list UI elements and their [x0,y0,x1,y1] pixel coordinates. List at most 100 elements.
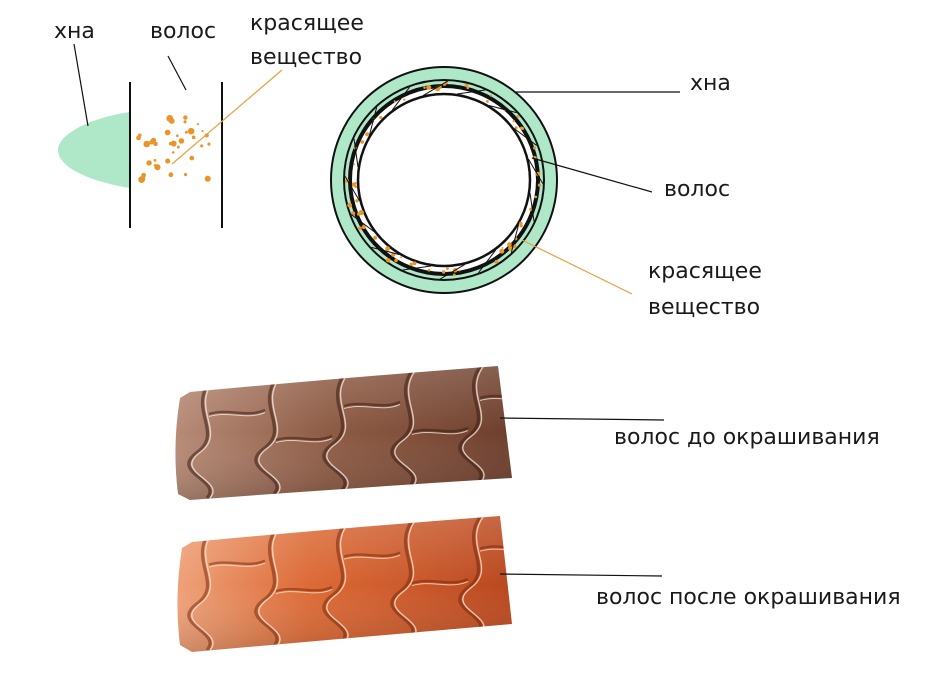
cuticle-scale-line [440,264,466,280]
dye-particle [533,146,537,150]
dye-particle [446,267,449,270]
hair-after-leader [499,573,663,577]
dye-particle [516,114,520,118]
ring-dye-label-line1: красящее [648,259,762,284]
side-henna-leader [73,43,89,127]
cuticle-scale-line [350,214,375,233]
ring-dye-label-line2: вещество [648,295,760,320]
cuticle-scale-edge [187,526,215,652]
dye-particle [201,129,204,133]
dye-particle [351,182,356,187]
dye-particle [142,177,146,181]
dye-particle [393,100,396,103]
dye-particle [355,199,359,203]
hair-before-leader [499,417,665,421]
cuticle-scale-line [369,107,378,136]
cuticle-scale-edge [458,516,486,636]
dye-particle [452,273,456,277]
dye-particle [187,127,195,135]
dye-particle [360,140,365,144]
dye-particle [365,132,370,137]
dye-particle [441,270,446,274]
dye-particle [176,145,180,149]
dye-particle [379,116,383,120]
dye-particle [458,269,461,272]
cuticle-scale-line [371,246,400,255]
cuticle-ridge-edge [208,408,266,416]
side-dye-particles [136,115,211,183]
cuticle-scale-line [402,265,432,271]
cuticle-scale-edge [254,372,282,496]
dye-particle [537,183,542,187]
dye-particle [183,120,187,124]
cuticle-scale-edge [322,368,350,492]
cuticle-scale-line [391,86,410,111]
side-henna-layer [58,112,130,188]
dye-particle [353,163,356,166]
dye-particle [168,141,173,146]
dye-particle [170,140,177,147]
cuticle-ridge-highlight [411,581,469,587]
dye-particle [153,159,157,162]
cuticle-scale-edge [187,376,215,500]
dye-particle [507,242,512,247]
dye-particle [358,226,362,231]
cuticle-ridge-edge [275,585,333,593]
cuticle-ridge-edge [343,400,401,408]
dye-particle [347,202,353,208]
cuticle-scale-highlight [326,519,352,643]
dye-particle [514,126,518,130]
ring-cuticle-scales [344,80,544,280]
dye-particle [154,164,161,171]
cuticle-ridge-edge [343,551,401,558]
ring-hair-label: волос [664,177,730,202]
cuticle-scale-highlight [326,369,352,491]
hair-after-cuticle-scales [187,516,512,652]
cuticle-scale-line [456,89,486,95]
dye-particle [423,86,426,89]
dye-particle [361,224,366,230]
cuticle-ridge-highlight [275,438,333,443]
dye-particle [409,262,414,267]
cuticle-scale-highlight [462,516,488,635]
cuticle-scale-edge [322,518,350,644]
cuticle-scale-highlight [394,516,420,639]
cuticle-scale-line [344,176,360,202]
cuticle-scale-edge [254,522,282,648]
dye-particle [143,140,150,148]
cuticle-ridge-highlight [343,554,401,560]
hair-after-dyeing: волос после окрашивания [177,516,901,652]
cuticle-scale-line [528,158,544,184]
dye-particle [412,261,417,266]
cuticle-scale-edge [458,366,486,484]
dye-particle [499,248,505,254]
cuticle-scale-line [478,249,497,274]
ring-hair-outer [343,79,545,281]
cuticle-scale-line [510,224,519,253]
cuticle-ridge-edge [275,434,333,442]
dye-particle [394,258,398,263]
dye-particle [168,172,174,178]
side-dye-label-line1: красящее [250,11,364,36]
dye-particle [426,84,432,90]
dye-particle [136,135,141,141]
dye-particle [534,195,538,199]
side-dye-label-line2: вещество [250,45,362,70]
hair-before-cuticle-scales [187,366,512,500]
side-view-diagram: хна волос красящее вещество [54,11,364,228]
dye-particle [207,142,211,146]
dye-particle [178,138,185,144]
ring-hair-leader [531,157,653,193]
hair-after-label: волос после окрашивания [596,585,901,610]
dye-particle [512,119,516,123]
cuticle-scale-line [529,192,535,222]
dye-particle [400,256,403,259]
dye-particle [172,151,175,154]
dye-particle [204,175,211,182]
ring-dye-leader [521,239,633,295]
cuticle-scale-highlight [462,366,488,483]
dye-particle [150,137,157,143]
dye-particle [501,247,504,249]
dye-particle [196,123,199,126]
